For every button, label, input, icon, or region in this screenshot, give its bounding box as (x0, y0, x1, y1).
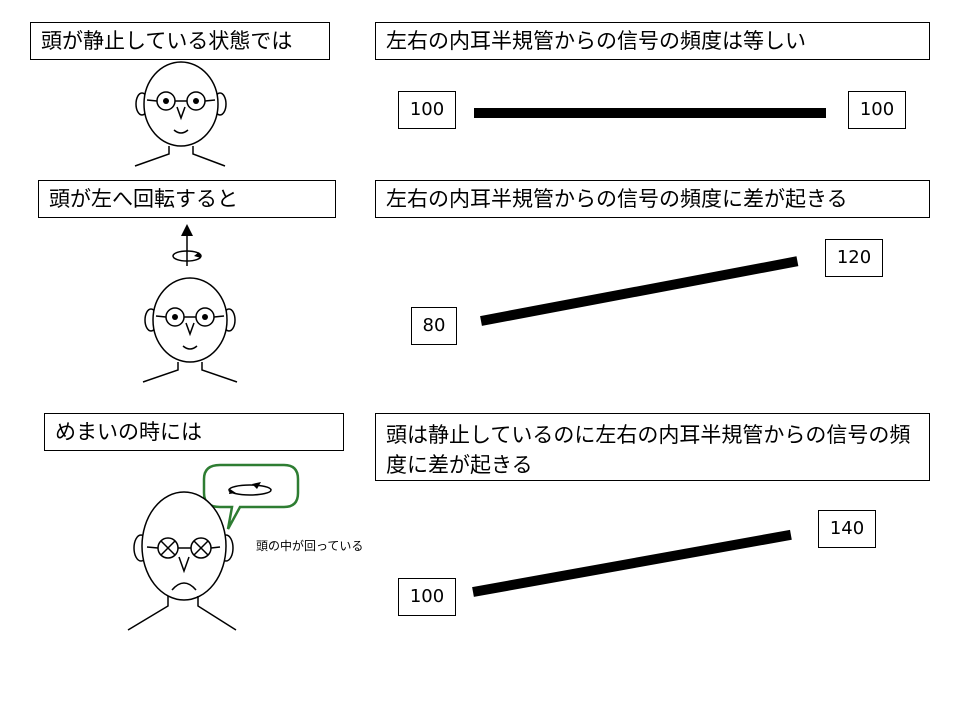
row2-left-value: 80 (411, 307, 457, 345)
row2-signal-bar (480, 256, 799, 326)
row1-signal-bar (474, 108, 826, 118)
row1-left-value: 100 (398, 91, 456, 129)
row3-signal-bar (472, 529, 792, 597)
row3-thought-caption: 頭の中が回っている (256, 539, 364, 553)
face-dizzy-icon (127, 491, 237, 631)
row2-desc: 左右の内耳半規管からの信号の頻度に差が起きる (375, 180, 930, 218)
row2-right-value: 120 (825, 239, 883, 277)
face-neutral-icon (134, 61, 227, 167)
row3-desc: 頭は静止しているのに左右の内耳半規管からの信号の頻度に差が起きる (375, 413, 930, 481)
row1-right-value: 100 (848, 91, 906, 129)
row3-right-value: 140 (818, 510, 876, 548)
row1-head-label: 頭が静止している状態では (30, 22, 330, 60)
face-rotation-arrow-icon (142, 224, 238, 383)
row3-head-label: めまいの時には (44, 413, 344, 451)
row2-head-label: 頭が左へ回転すると (38, 180, 336, 218)
speech-bubble (202, 463, 300, 530)
row3-left-value: 100 (398, 578, 456, 616)
row1-desc: 左右の内耳半規管からの信号の頻度は等しい (375, 22, 930, 60)
